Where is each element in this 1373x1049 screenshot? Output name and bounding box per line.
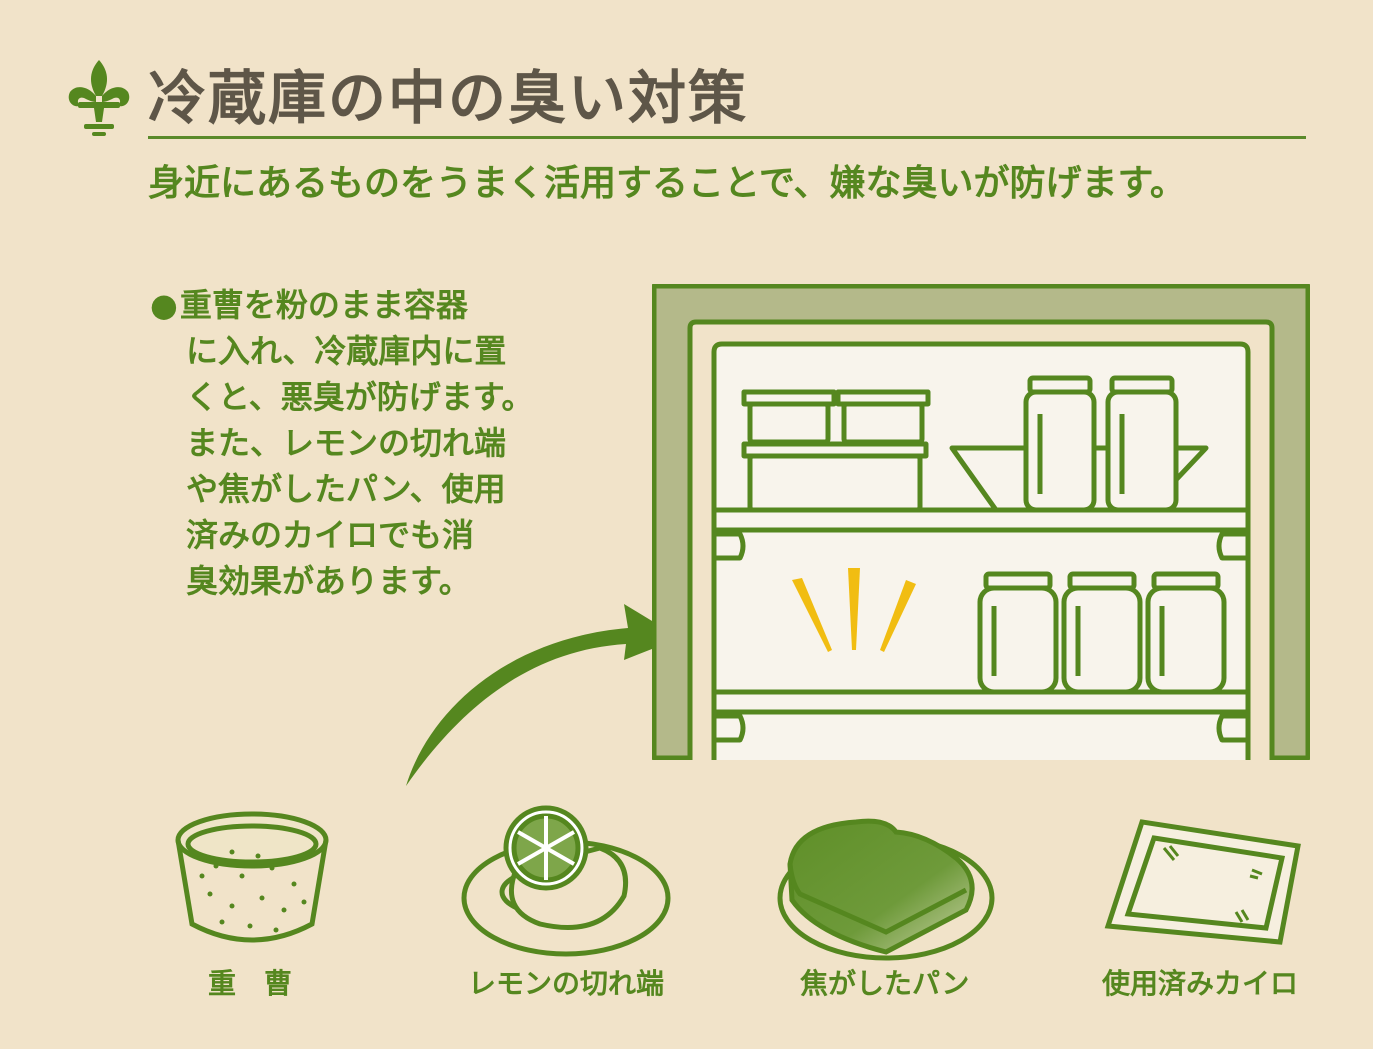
title-underline: [148, 136, 1306, 139]
description-line: また、レモンの切れ端: [186, 424, 507, 462]
lemon-slice-icon: [461, 805, 671, 957]
refrigerator-illustration: [652, 284, 1310, 760]
item-label-heat-pack: 使用済みカイロ: [1102, 967, 1299, 1000]
page-title: 冷蔵庫の中の臭い対策: [148, 64, 749, 132]
description-text: ●重曹を粉のまま容器 に入れ、冷蔵庫内に置 くと、悪臭が防げます。 また、レモン…: [150, 282, 550, 604]
description-line: 済みのカイロでも消: [186, 516, 475, 554]
arrow-icon: [406, 604, 680, 786]
subtitle: 身近にあるものをうまく活用することで、嫌な臭いが防げます。: [148, 163, 1186, 204]
odor-lines-icon: [792, 568, 916, 652]
description-line: ●重曹を粉のまま容器: [150, 286, 468, 324]
item-label-baking-soda: 重 曹: [208, 967, 293, 1000]
description-line: 臭効果があります。: [186, 562, 471, 600]
burnt-bread-icon: [777, 818, 995, 961]
fleur-de-lis-icon: [68, 60, 130, 136]
description-line: くと、悪臭が防げます。: [186, 378, 534, 416]
description-line: や焦がしたパン、使用: [186, 470, 506, 508]
used-heat-pack-icon: [1104, 819, 1301, 945]
description-line: に入れ、冷蔵庫内に置: [186, 332, 507, 370]
item-label-bread: 焦がしたパン: [800, 967, 970, 1000]
baking-soda-cup-icon: [175, 811, 329, 943]
bullet-icon: ●: [150, 286, 178, 324]
item-label-lemon: レモンの切れ端: [468, 967, 665, 1000]
